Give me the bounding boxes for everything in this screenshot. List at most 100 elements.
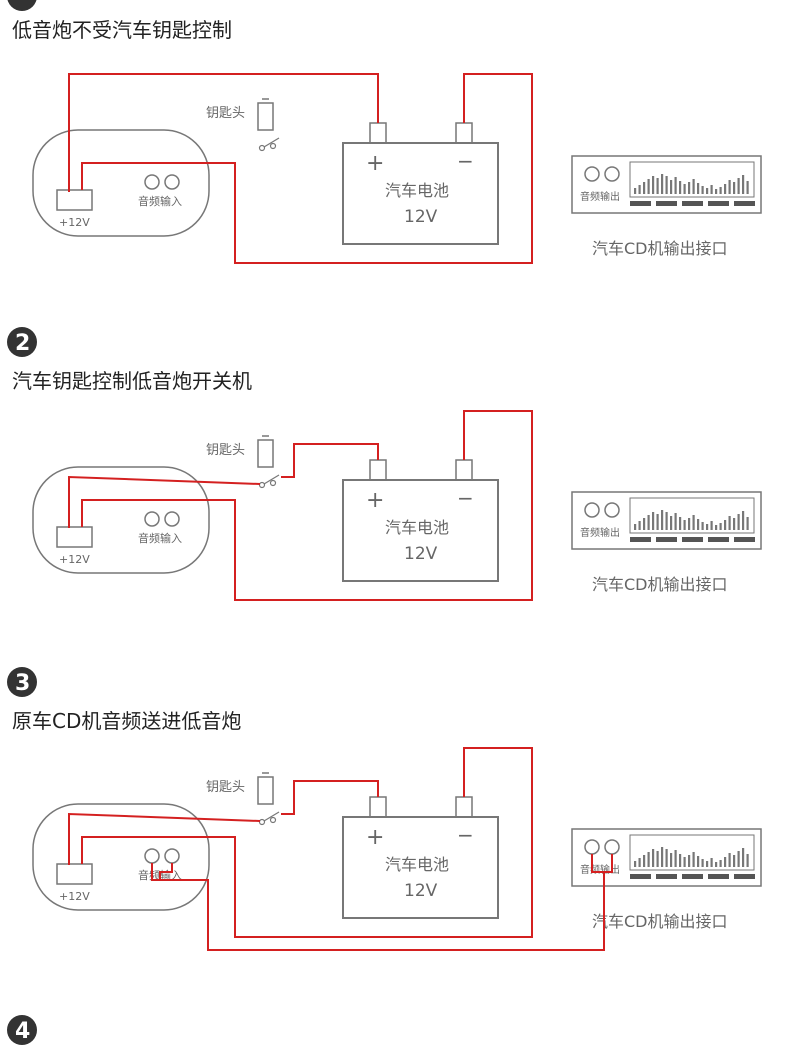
key-icon: [257, 776, 274, 805]
equalizer-bar: [701, 522, 704, 530]
equalizer-bar: [742, 848, 745, 867]
key-switch-lever: [263, 137, 280, 148]
equalizer-bar: [701, 859, 704, 867]
wire-key-to-subwoofer: [68, 475, 261, 528]
label-voltage: 12V: [404, 881, 438, 901]
equalizer-bar: [697, 519, 700, 530]
audio-input-jack-left: [144, 174, 160, 190]
label-key: 钥匙头: [206, 780, 245, 795]
step-badge-1: [7, 0, 37, 11]
equalizer-bar: [670, 853, 673, 867]
cd-unit: 音频输出: [571, 491, 762, 550]
key-icon: [257, 439, 274, 468]
key-switch-contact-right: [269, 479, 277, 487]
label-cd-audio-out: 音频输出: [580, 526, 620, 539]
equalizer-bar: [724, 184, 727, 194]
key-switch-contact-right: [269, 142, 277, 150]
equalizer-bar: [670, 516, 673, 530]
cd-equalizer-bars: [634, 510, 749, 530]
equalizer-bar: [638, 185, 641, 194]
label-battery: 汽车电池: [385, 181, 449, 200]
label-key: 钥匙头: [206, 106, 245, 121]
equalizer-bar: [647, 852, 650, 867]
equalizer-bar: [692, 179, 695, 194]
wire-audio-right-cd: [604, 854, 613, 873]
key-switch-contact-left: [258, 818, 266, 826]
battery-terminal-minus: [455, 459, 473, 481]
wire-plus-to-key: [281, 780, 379, 815]
label-battery: 汽车电池: [385, 518, 449, 537]
audio-input-jack-left: [144, 511, 160, 527]
equalizer-bar: [643, 182, 646, 194]
label-audio-input: 音频输入: [138, 531, 182, 545]
equalizer-bar: [728, 853, 731, 867]
equalizer-bar: [746, 854, 749, 867]
step-badge-4: [7, 1015, 37, 1045]
equalizer-bar: [728, 180, 731, 194]
equalizer-bar: [634, 524, 637, 530]
battery-terminal-plus: [369, 122, 387, 144]
label-minus: −: [457, 823, 474, 847]
cd-buttons: [630, 201, 755, 206]
label-plus: +: [366, 151, 384, 176]
battery-terminal-plus: [369, 796, 387, 818]
step-badge-3: [7, 667, 37, 697]
equalizer-bar: [715, 189, 718, 194]
equalizer-bar: [706, 861, 709, 867]
section-title-3: 原车CD机音频送进低音炮: [12, 709, 241, 733]
equalizer-bar: [706, 188, 709, 194]
equalizer-bar: [724, 520, 727, 530]
cd-output-jack-right: [604, 166, 620, 182]
label-minus: −: [457, 486, 474, 510]
step-number-3: 3: [15, 671, 30, 696]
equalizer-bar: [737, 851, 740, 867]
equalizer-bar: [742, 175, 745, 194]
equalizer-bar: [679, 517, 682, 530]
equalizer-bar: [647, 179, 650, 194]
equalizer-bar: [643, 855, 646, 867]
equalizer-bar: [701, 186, 704, 194]
cd-equalizer-bars: [634, 847, 749, 867]
equalizer-bar: [697, 183, 700, 194]
equalizer-bar: [670, 180, 673, 194]
section-2: 2 汽车钥匙控制低音炮开关机 +12V 音频输入 钥匙头 + − 汽车电池 12…: [7, 327, 762, 601]
cd-unit: 音频输出: [571, 155, 762, 214]
equalizer-bar: [688, 855, 691, 867]
audio-input-jack-right: [164, 848, 180, 864]
audio-input-jack-left: [144, 848, 160, 864]
equalizer-bar: [661, 510, 664, 530]
key-switch-lever: [263, 811, 280, 822]
power-terminal-12v: [56, 863, 93, 885]
key-switch-lever: [263, 474, 280, 485]
equalizer-bar: [737, 178, 740, 194]
equalizer-bar: [715, 525, 718, 530]
label-cd-audio-out: 音频输出: [580, 863, 620, 876]
key-switch-contact-left: [258, 144, 266, 152]
label-cd-caption: 汽车CD机输出接口: [592, 239, 728, 258]
equalizer-bar: [683, 857, 686, 867]
equalizer-bar: [652, 512, 655, 530]
section-title-1: 低音炮不受汽车钥匙控制: [12, 18, 232, 42]
equalizer-bar: [638, 521, 641, 530]
label-plus12v: +12V: [59, 890, 90, 903]
cd-output-jack-left: [584, 502, 600, 518]
equalizer-bar: [742, 511, 745, 530]
battery-terminal-plus: [369, 459, 387, 481]
battery-body: [342, 142, 499, 245]
label-plus: +: [366, 825, 384, 850]
equalizer-bar: [679, 854, 682, 867]
section-3: 3 原车CD机音频送进低音炮 +12V 音频输入 钥匙头 + − 汽车电池 12…: [7, 667, 762, 951]
wire-ground-to-subwoofer: [81, 410, 533, 601]
equalizer-bar: [692, 515, 695, 530]
equalizer-bar: [679, 181, 682, 194]
equalizer-bar: [665, 512, 668, 530]
equalizer-bar: [634, 188, 637, 194]
equalizer-bar: [697, 856, 700, 867]
key-switch-contact-left: [258, 481, 266, 489]
equalizer-bar: [733, 182, 736, 194]
equalizer-bar: [737, 514, 740, 530]
section-1: 低音炮不受汽车钥匙控制 +12V 音频输入 钥匙头 + − 汽车电池 12V 音…: [7, 0, 762, 264]
equalizer-bar: [638, 858, 641, 867]
label-key: 钥匙头: [206, 443, 245, 458]
wire-ground-to-subwoofer: [81, 747, 533, 938]
